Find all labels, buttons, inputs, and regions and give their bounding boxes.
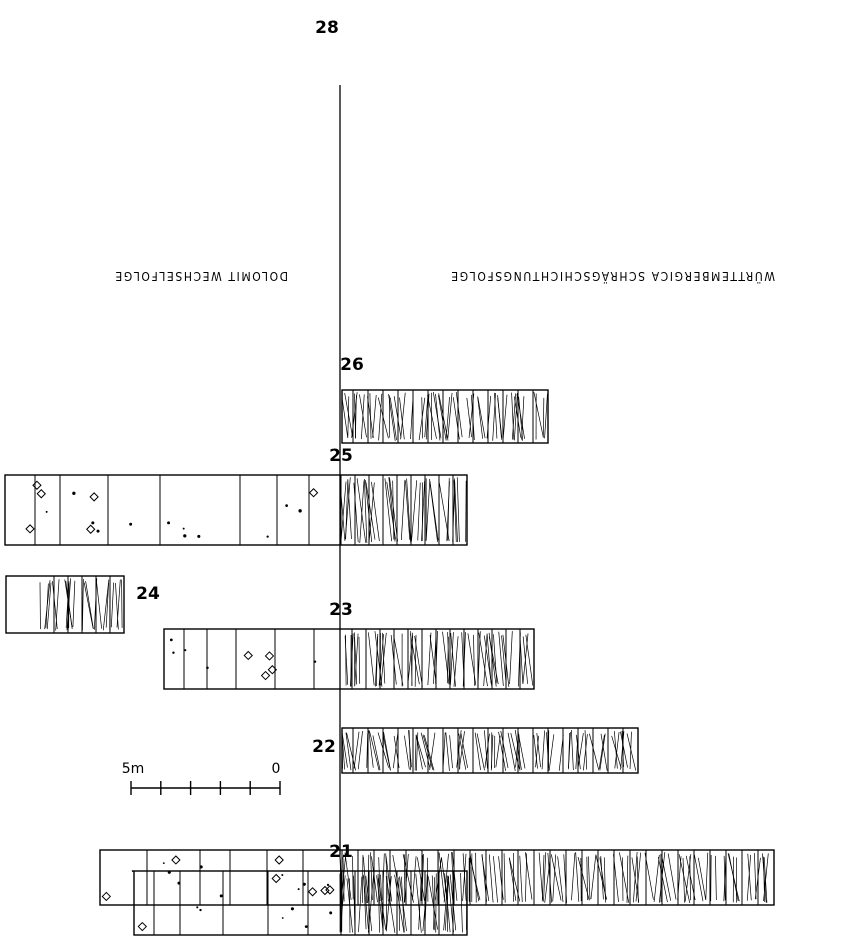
section-22-label: 22: [312, 737, 336, 757]
section-22-cross-bedding-pattern: [342, 728, 636, 773]
section-21-column: [134, 871, 467, 935]
section-28-dolomite-symbols: [102, 850, 334, 905]
scale-bar-bottom-label: 0: [272, 761, 281, 777]
section-23-dolomite-symbols: [170, 629, 316, 689]
scale-bar: 5m 0: [122, 761, 281, 795]
section-25-dolomite-symbols: [26, 475, 318, 545]
section-26-cross-bedding-pattern: [342, 390, 547, 443]
section-21-cross-bedding-pattern: [340, 871, 467, 935]
section-28-column: [100, 850, 774, 905]
section-24-cross-bedding-pattern: [40, 576, 122, 633]
section-26-label: 26: [340, 355, 364, 375]
section-25-column: [5, 475, 467, 545]
section-28: 28: [100, 18, 774, 905]
section-23-cross-bedding-pattern: [345, 629, 533, 689]
scale-bar-top-label: 5m: [122, 761, 145, 777]
section-24: 24: [6, 576, 160, 633]
section-23-label: 23: [329, 600, 353, 620]
section-28-label: 28: [315, 18, 339, 38]
section-25-cross-bedding-pattern: [340, 475, 466, 545]
section-21-label: 21: [329, 842, 353, 862]
section-22: 22: [312, 728, 638, 773]
section-24-label: 24: [136, 584, 160, 604]
section-25-label: 25: [329, 446, 353, 466]
unit-caption-right: WÜRTTEMBERGICA SCHRÄGSCHICHTUNGSFOLGE: [450, 269, 775, 285]
section-28-cross-bedding-pattern: [340, 850, 768, 905]
section-25: 25: [5, 446, 467, 545]
section-23: 23: [164, 600, 534, 689]
unit-caption-left: DOLOMIT WECHSELFOLGE: [114, 269, 288, 283]
section-26: 26: [340, 355, 548, 443]
section-21: 21: [134, 842, 467, 935]
rotated-content: 28 26 25 24 23: [5, 18, 775, 935]
